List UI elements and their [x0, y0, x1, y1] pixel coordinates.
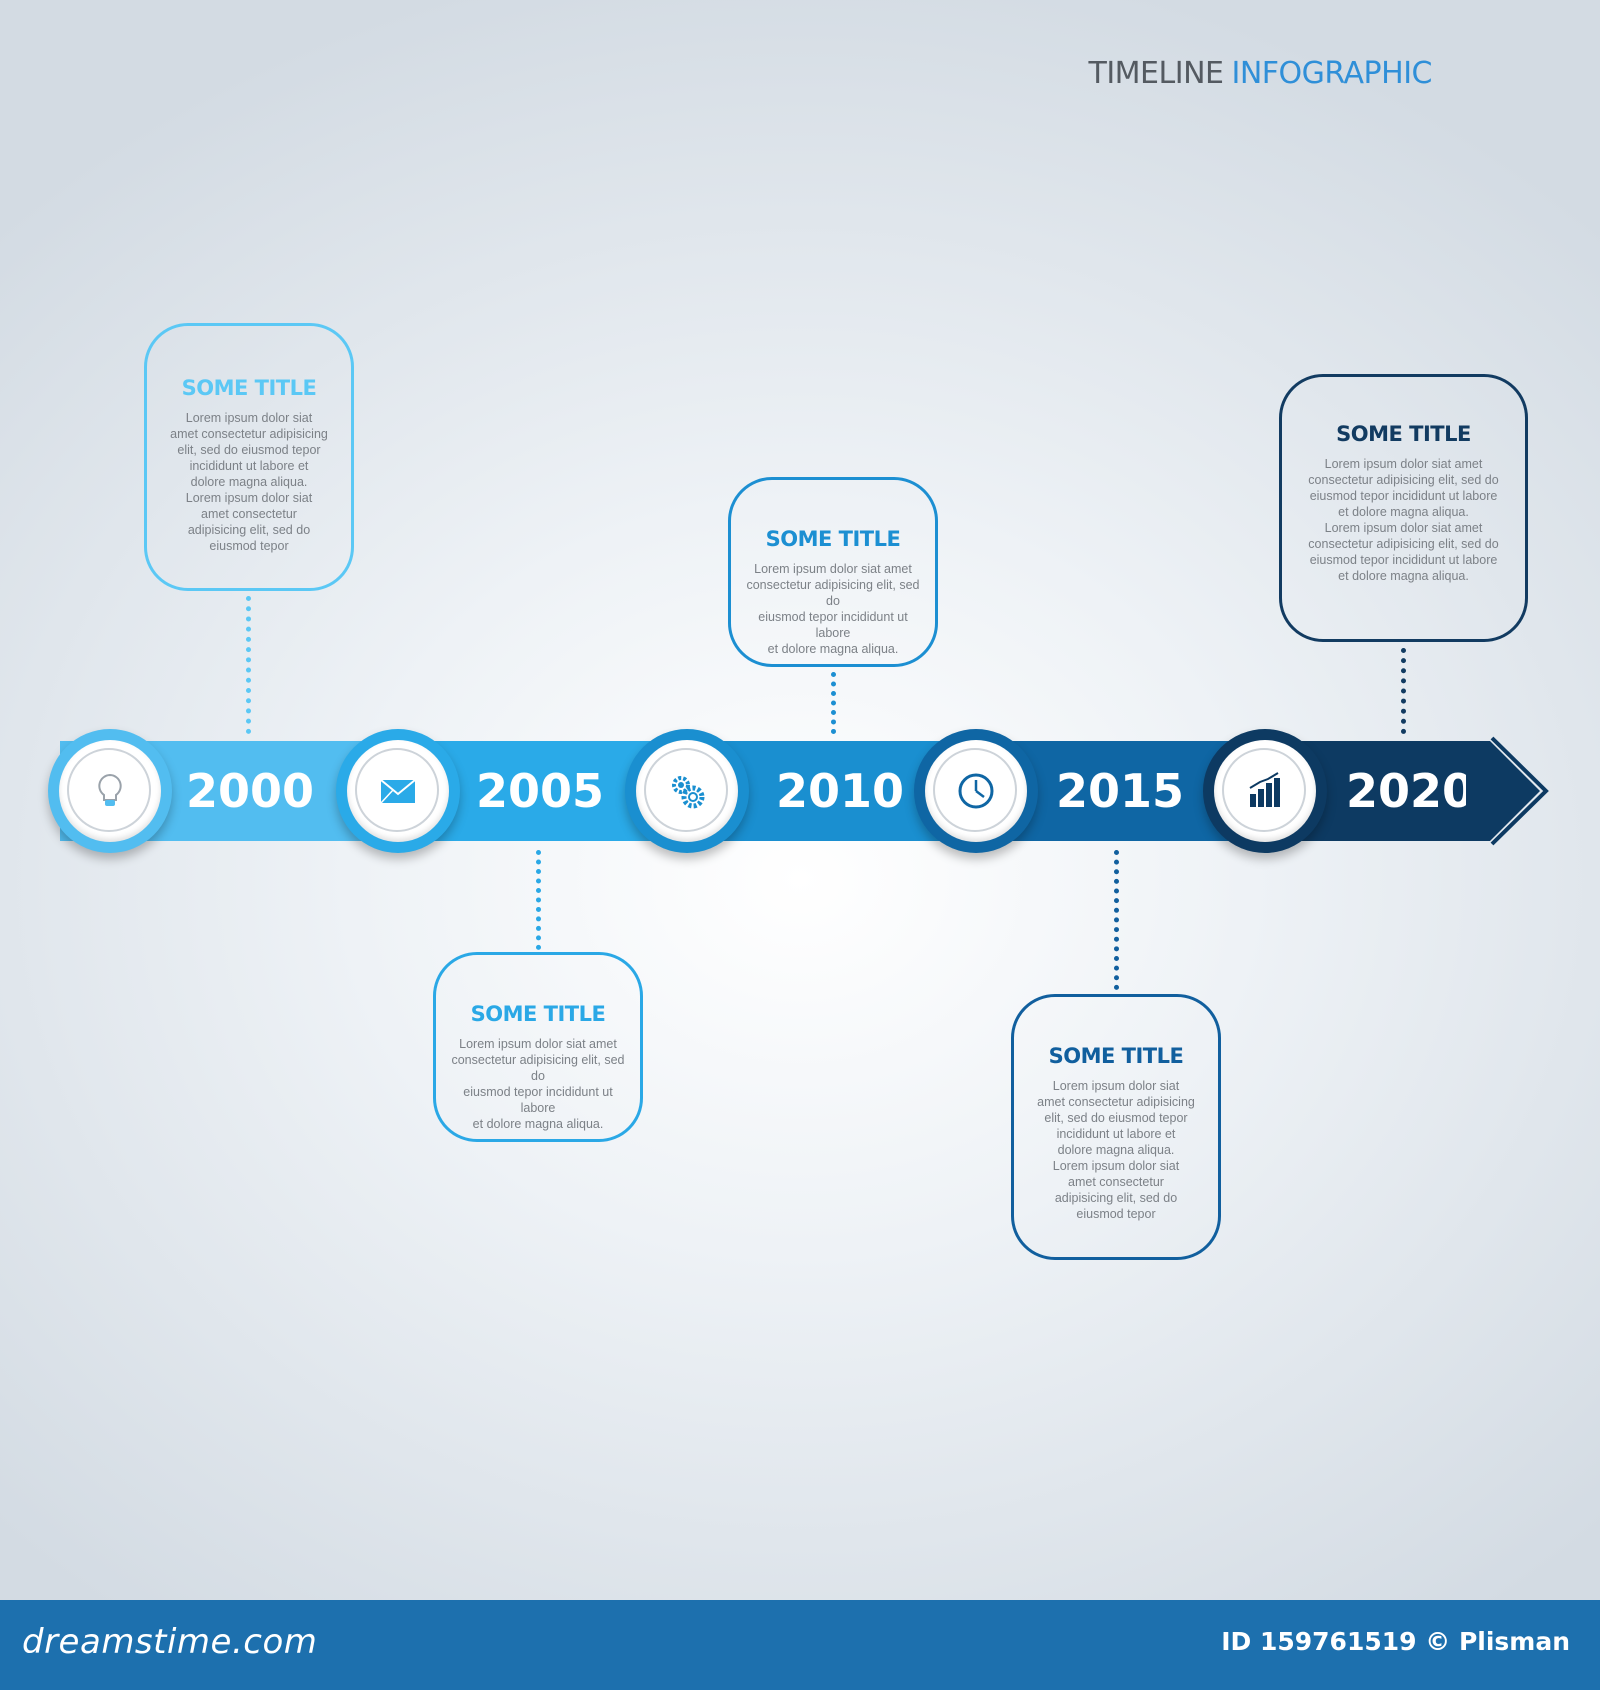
card-2020: SOME TITLE Lorem ipsum dolor siat amet c…: [1279, 374, 1528, 642]
year-label-2005: 2005: [475, 764, 605, 818]
footer-site[interactable]: dreamstime.com: [22, 1622, 318, 1662]
connector-2020: [1401, 648, 1406, 734]
footer-bar: dreamstime.com ID 159761519 © Plisman: [0, 1600, 1600, 1690]
card-2010: SOME TITLE Lorem ipsum dolor siat amet c…: [728, 477, 938, 667]
card-2015: SOME TITLE Lorem ipsum dolor siat amet c…: [1011, 994, 1221, 1260]
lightbulb-icon: [98, 773, 122, 806]
milestone-2000: [48, 729, 172, 853]
card-2005: SOME TITLE Lorem ipsum dolor siat amet c…: [433, 952, 643, 1142]
page-title-accent: INFOGRAPHIC: [1231, 56, 1432, 91]
milestone-2010: [625, 729, 749, 853]
card-title: SOME TITLE: [181, 376, 317, 400]
card-body: Lorem ipsum dolor siat amet consectetur …: [451, 1037, 625, 1131]
milestone-2020: [1203, 729, 1327, 853]
connector-2000: [246, 596, 251, 734]
card-body: Lorem ipsum dolor siat amet consectetur …: [170, 411, 328, 553]
bar-chart-icon: [1249, 772, 1280, 807]
card-title: SOME TITLE: [765, 527, 901, 551]
card-title: SOME TITLE: [1336, 422, 1471, 446]
card-title: SOME TITLE: [1048, 1044, 1184, 1068]
connector-2005: [536, 850, 541, 950]
card-2000: SOME TITLE Lorem ipsum dolor siat amet c…: [144, 323, 354, 591]
page-title-main: TIMELINE: [1088, 56, 1224, 91]
envelope-icon: [380, 779, 416, 804]
year-label-2020: 2020: [1345, 764, 1475, 818]
clock-icon: [958, 773, 994, 809]
card-body: Lorem ipsum dolor siat amet consectetur …: [1308, 457, 1499, 583]
milestone-2005: [336, 729, 460, 853]
connector-2010: [831, 672, 836, 734]
card-body: Lorem ipsum dolor siat amet consectetur …: [746, 562, 920, 656]
year-label-2015: 2015: [1055, 764, 1185, 818]
connector-2015: [1114, 850, 1119, 990]
card-title: SOME TITLE: [470, 1002, 606, 1026]
timeline-arrowhead: [1466, 736, 1549, 846]
year-label-2000: 2000: [185, 764, 315, 818]
milestone-2015: [914, 729, 1038, 853]
footer-credit: ID 159761519 © Plisman: [1221, 1627, 1570, 1656]
year-label-2010: 2010: [775, 764, 905, 818]
card-body: Lorem ipsum dolor siat amet consectetur …: [1037, 1079, 1195, 1221]
gears-icon: [672, 776, 705, 809]
